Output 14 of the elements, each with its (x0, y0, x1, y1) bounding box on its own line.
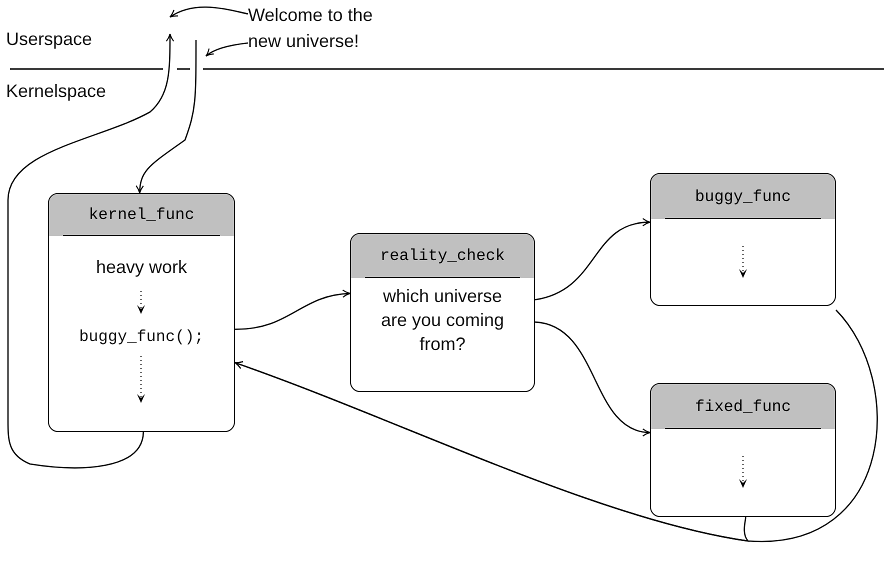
function-name: fixed_func (694, 396, 792, 416)
description-text: heavy work (94, 256, 188, 279)
code-line: buggy_func(); (78, 327, 205, 348)
region-label: Userspace (6, 28, 92, 50)
function-box (48, 193, 235, 432)
function-box (650, 173, 836, 306)
function-name: reality_check (379, 246, 506, 266)
description-text: which universe are you coming from? (380, 285, 506, 356)
function-name: kernel_func (88, 205, 196, 225)
function-box (650, 383, 836, 517)
function-name: buggy_func (694, 186, 792, 206)
function-box (350, 233, 535, 392)
region-label: Kernelspace (6, 80, 106, 102)
annotation-text: Welcome to the new universe! (248, 2, 408, 56)
